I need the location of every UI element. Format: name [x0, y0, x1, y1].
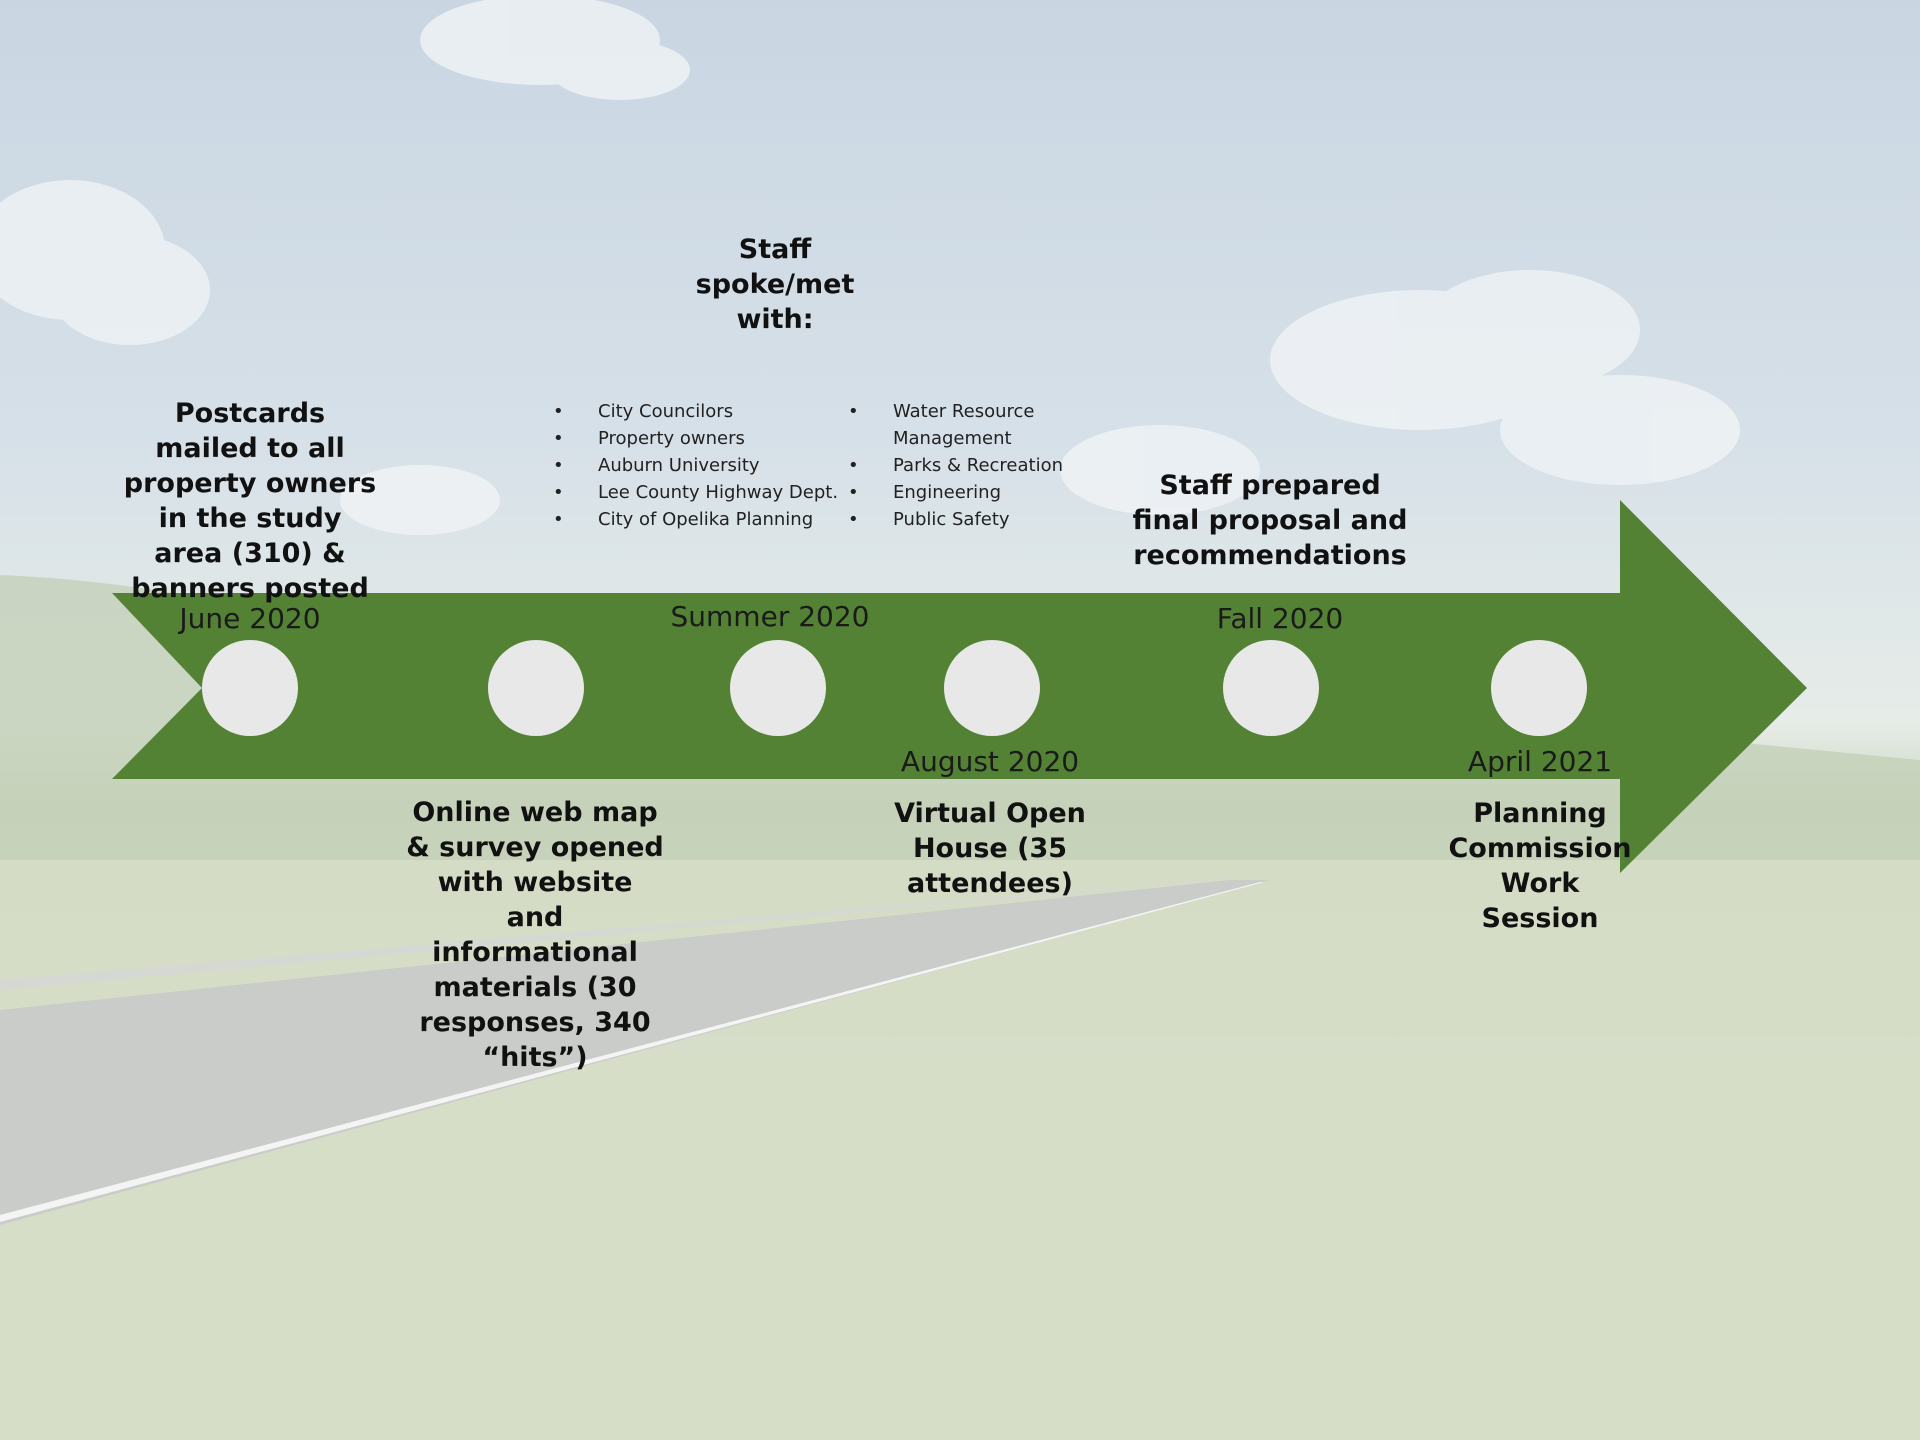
milestone-marker-august-2020 [944, 640, 1040, 736]
milestone-desc-postcards: Postcards mailed to all property owners … [123, 398, 377, 604]
milestone-marker-web-map [488, 640, 584, 736]
milestone-marker-april-2021 [1491, 640, 1587, 736]
date-april-2021: April 2021 [1467, 745, 1613, 778]
milestone-desc-web-map: Online web map & survey opened with webs… [406, 797, 664, 1073]
milestone-marker-summer-2020 [730, 640, 826, 736]
list-item: City Councilors [553, 398, 838, 425]
date-june-2020: June 2020 [179, 602, 321, 635]
date-fall-2020: Fall 2020 [1216, 602, 1344, 635]
list-item: Auburn University [553, 452, 838, 479]
list-item: Management [893, 428, 1012, 449]
date-summer-2020: Summer 2020 [670, 600, 870, 633]
list-item: City of Opelika Planning [553, 506, 838, 533]
list-item: Lee County Highway Dept. [553, 479, 838, 506]
staff-contacts-list-left: City Councilors Property owners Auburn U… [553, 398, 838, 533]
list-item: Parks & Recreation [848, 452, 1063, 479]
milestone-desc-staff-met: Staff spoke/met with: [695, 234, 855, 335]
list-item: Water Resource [848, 398, 1063, 425]
staff-contacts-list-right: Water Resource Management Parks & Recrea… [848, 398, 1063, 533]
list-item: Property owners [553, 425, 838, 452]
milestone-desc-open-house: Virtual Open House (35 attendees) [894, 798, 1086, 899]
milestone-desc-work-session: Planning Commission Work Session [1448, 798, 1632, 934]
list-item: Public Safety [848, 506, 1063, 533]
milestone-desc-final-proposal: Staff prepared final proposal and recomm… [1132, 470, 1408, 571]
date-august-2020: August 2020 [900, 745, 1080, 778]
list-item: Engineering [848, 479, 1063, 506]
milestone-marker-june-2020 [202, 640, 298, 736]
milestone-marker-fall-2020 [1223, 640, 1319, 736]
